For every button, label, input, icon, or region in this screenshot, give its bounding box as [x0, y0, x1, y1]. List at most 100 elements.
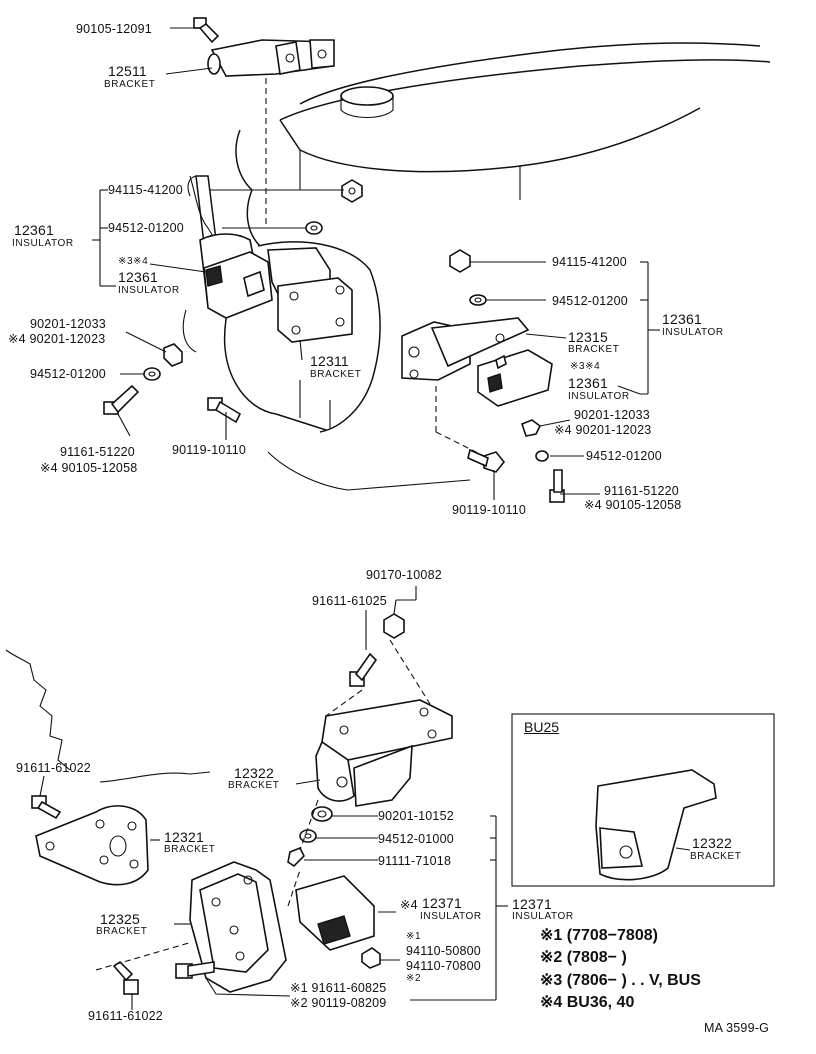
label-12311: 12311: [310, 353, 349, 369]
label-12322-name: BRACKET: [228, 780, 280, 791]
label-12371-a-name: INSULATOR: [420, 911, 482, 922]
label-12361-left: 12361: [14, 222, 54, 238]
label-94512-01000: 94512-01000: [378, 832, 454, 846]
label-91161-51220-right: 91161-51220: [604, 484, 679, 498]
label-12361-left-name: INSULATOR: [12, 238, 74, 249]
bracket-12321-shape: [35, 805, 149, 886]
label-90201-10152: 90201-10152: [378, 809, 454, 823]
inset-label-12322: 12322: [692, 835, 732, 851]
label-90119-08209: ※2 90119-08209: [290, 996, 387, 1010]
bracket-12311-shape: [267, 247, 353, 343]
bolt-91611-61022-top: [31, 795, 62, 820]
label-94512-01200-right: 94512-01200: [552, 294, 628, 308]
label-90201-12023-right: ※4 90201-12023: [554, 423, 652, 437]
label-12311-name: BRACKET: [310, 369, 362, 380]
label-mark2: ※2: [406, 973, 422, 984]
label-91611-61025: 91611-61025: [312, 594, 387, 608]
bracket-12315-shape: [401, 317, 530, 381]
label-94115-41200-left: 94115-41200: [108, 183, 183, 197]
label-12361-right-name: INSULATOR: [662, 327, 724, 338]
bolt-91161-51220-right: [549, 469, 565, 503]
bracket-12325-shape: [189, 861, 287, 993]
label-12371-b: 12371: [512, 896, 552, 912]
label-91611-60825: ※1 91611-60825: [290, 981, 387, 995]
nut-90170-10082: [383, 613, 405, 639]
label-94110-50800: 94110-50800: [406, 944, 481, 958]
washer-94512-01200-left: [305, 221, 323, 235]
nut-90201-12033-right: [521, 419, 542, 437]
label-12361-right2-name: INSULATOR: [568, 391, 630, 402]
bolt-90119-10110-right: [467, 448, 506, 473]
label-94512-01200-right2: 94512-01200: [586, 449, 662, 463]
label-12321-name: BRACKET: [164, 844, 216, 855]
leader-lines-top: [92, 27, 660, 500]
label-12315-name: BRACKET: [568, 344, 620, 355]
label-12361-left2-name: INSULATOR: [118, 285, 180, 296]
label-90105-12058-right: ※4 90105-12058: [584, 498, 682, 512]
label-mark34-right: ※3※4: [570, 361, 601, 372]
label-12361-right: 12361: [662, 311, 702, 327]
label-90105-12091: 90105-12091: [76, 22, 152, 36]
label-12315: 12315: [568, 329, 608, 345]
label-91611-61022-top: 91611-61022: [16, 761, 91, 775]
bolt-91611-60825: [175, 961, 215, 979]
nut-90201-12033-left: [163, 343, 183, 367]
label-91611-61022-bottom: 91611-61022: [88, 1009, 163, 1023]
inset-bu25-box: [511, 713, 775, 887]
label-94115-41200-right: 94115-41200: [552, 255, 627, 269]
label-mark4: ※4: [400, 898, 418, 912]
bracket-12511-shape: [207, 39, 335, 77]
bolt-91161-51220-left: [103, 384, 140, 415]
inset-title: BU25: [524, 719, 560, 735]
washer-94512-01200-left2: [143, 367, 161, 381]
bolt-91611-61022-bottom: [112, 960, 139, 995]
label-mark1: ※1: [406, 931, 422, 942]
insulator-12361-left: [199, 233, 273, 319]
label-12511-name: BRACKET: [104, 79, 156, 90]
footnote-1: ※1 (7708−7808): [540, 927, 658, 944]
bolt-90105-12091: [193, 17, 220, 44]
label-91111-71018: 91111-71018: [378, 854, 452, 868]
label-90119-10110-right: 90119-10110: [452, 503, 527, 517]
label-12361-left2: 12361: [118, 269, 158, 285]
label-94512-01200-left: 94512-01200: [108, 221, 184, 235]
bolt-90119-10110-left: [207, 397, 242, 424]
footnote-3: ※3 (7806− ) . . V, BUS: [540, 972, 701, 989]
label-12321: 12321: [164, 829, 204, 845]
label-90105-12058-left: ※4 90105-12058: [40, 461, 138, 475]
nut-94115-41200-left: [341, 179, 363, 203]
label-12325-name: BRACKET: [96, 926, 148, 937]
label-90201-12023-left: ※4 90201-12023: [8, 332, 106, 346]
washer-94512-01200-right2: [535, 450, 549, 462]
washer-94512-01200-right: [469, 294, 487, 306]
nut-90201-10152: [311, 806, 333, 822]
label-94512-01200-left2: 94512-01200: [30, 367, 106, 381]
leader-lines-bottom: [39, 586, 508, 1010]
label-12511: 12511: [108, 63, 147, 79]
label-91161-51220-left: 91161-51220: [60, 445, 135, 459]
label-90201-12033-left: 90201-12033: [30, 317, 106, 331]
insulator-12371-shape: [295, 875, 375, 951]
washer-94512-01000: [299, 829, 317, 843]
label-12371-a: 12371: [422, 895, 462, 911]
label-12325: 12325: [100, 911, 140, 927]
nut-94115-41200-right: [449, 249, 471, 273]
label-90170-10082: 90170-10082: [366, 568, 442, 582]
label-mark34-left: ※3※4: [118, 256, 149, 267]
frame-outline: [5, 649, 211, 783]
nut-94110-50800: [361, 947, 381, 969]
label-12361-right2: 12361: [568, 375, 608, 391]
bracket-12322-shape: [315, 699, 453, 807]
inset-label-12322-name: BRACKET: [690, 851, 742, 862]
label-90201-12033-right: 90201-12033: [574, 408, 650, 422]
footnote-4: ※4 BU36, 40: [540, 994, 635, 1011]
bolt-91611-61025: [349, 652, 378, 687]
bolt-91111-71018: [287, 846, 305, 868]
label-90119-10110-left: 90119-10110: [172, 443, 247, 457]
label-12322: 12322: [234, 765, 274, 781]
insulator-12361-right: [477, 349, 553, 407]
label-12371-b-name: INSULATOR: [512, 911, 574, 922]
footnote-2: ※2 (7808− ): [540, 949, 627, 966]
